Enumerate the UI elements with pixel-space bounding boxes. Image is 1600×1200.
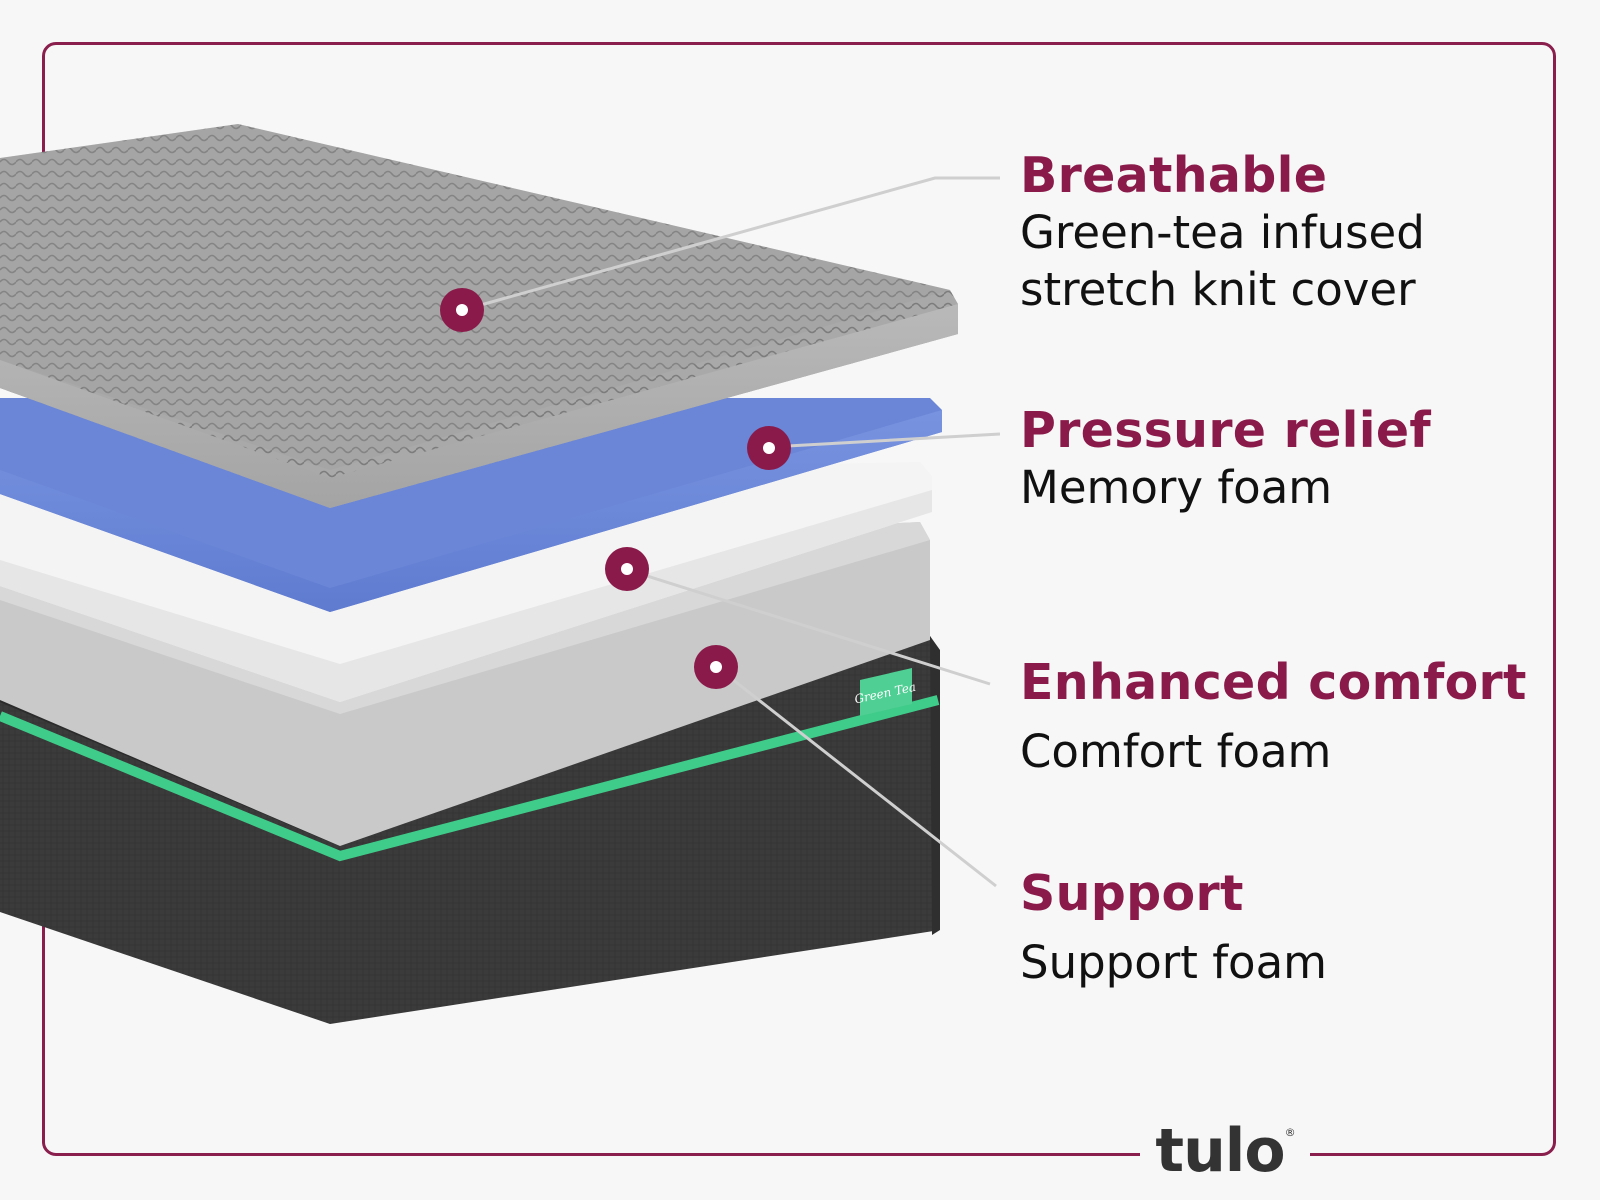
label-enhanced-comfort: Enhanced comfort Comfort foam bbox=[1020, 654, 1527, 780]
label-description: stretch knit cover bbox=[1020, 263, 1416, 317]
label-pressure-relief: Pressure relief Memory foam bbox=[1020, 402, 1432, 516]
label-title: Support bbox=[1020, 865, 1244, 922]
label-title: Pressure relief bbox=[1020, 402, 1432, 459]
green-tea-tag bbox=[860, 668, 912, 716]
label-description: Memory foam bbox=[1020, 461, 1333, 515]
brand-logo: tulo® bbox=[1140, 1118, 1310, 1188]
leader-lines bbox=[469, 176, 1001, 888]
label-description: Support foam bbox=[1020, 936, 1327, 990]
label-title: Enhanced comfort bbox=[1020, 654, 1527, 711]
label-description: Green-tea infused bbox=[1020, 206, 1425, 260]
hotspot-support[interactable] bbox=[694, 645, 738, 689]
brand-registered-mark: ® bbox=[1284, 1126, 1296, 1139]
hotspot-pressure-relief[interactable] bbox=[747, 426, 791, 470]
label-breathable: Breathable Green-tea infused stretch kni… bbox=[1020, 147, 1425, 319]
brand-name: tulo bbox=[1155, 1116, 1285, 1186]
hotspot-enhanced-comfort[interactable] bbox=[605, 547, 649, 591]
label-support: Support Support foam bbox=[1020, 865, 1327, 991]
label-description: Comfort foam bbox=[1020, 725, 1332, 779]
hotspot-breathable[interactable] bbox=[440, 288, 484, 332]
label-title: Breathable bbox=[1020, 147, 1328, 204]
